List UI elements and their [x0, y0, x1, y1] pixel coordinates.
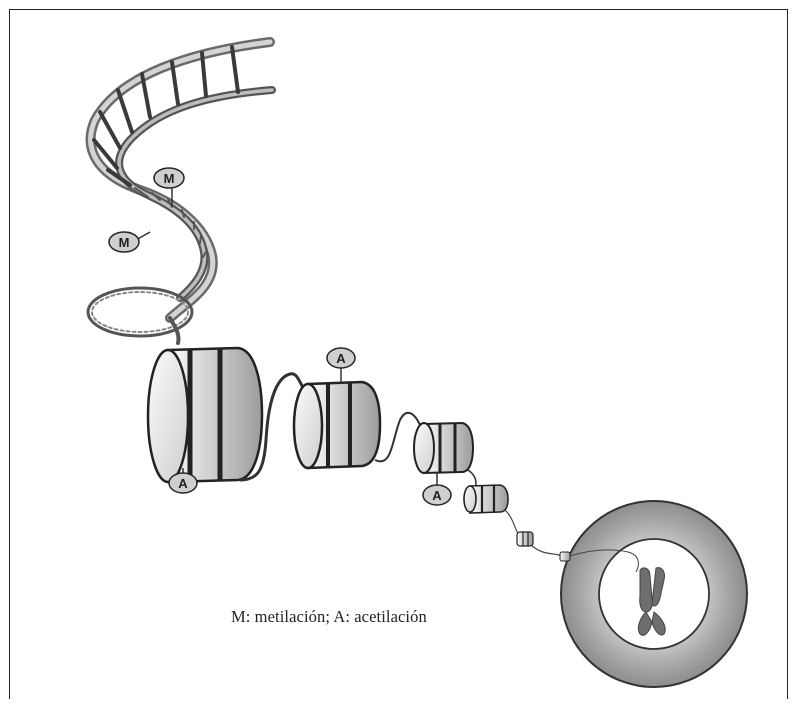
- nucleosome-large: [148, 348, 262, 482]
- nucleosome-tiny: [464, 485, 508, 513]
- acetylation-tag-2-label: A: [336, 351, 346, 366]
- acetylation-tag-2: A: [327, 348, 355, 384]
- linker-dna-2: [375, 413, 420, 462]
- nucleosome-small: [414, 423, 473, 473]
- acetylation-tag-1-label: A: [178, 476, 188, 491]
- methylation-tag-2-label: M: [119, 235, 130, 250]
- methylation-tag-2: M: [109, 232, 150, 252]
- methylation-tag-1-label: M: [164, 171, 175, 186]
- figure-caption: M: metilación; A: acetilación: [231, 607, 427, 627]
- linker-dna-5: [532, 546, 562, 556]
- acetylation-tag-3: A: [423, 472, 451, 505]
- nucleosome-micro: [517, 532, 533, 546]
- nucleosome-entry: [560, 552, 570, 561]
- nucleosome-medium: [294, 382, 380, 468]
- acetylation-tag-3-label: A: [432, 488, 442, 503]
